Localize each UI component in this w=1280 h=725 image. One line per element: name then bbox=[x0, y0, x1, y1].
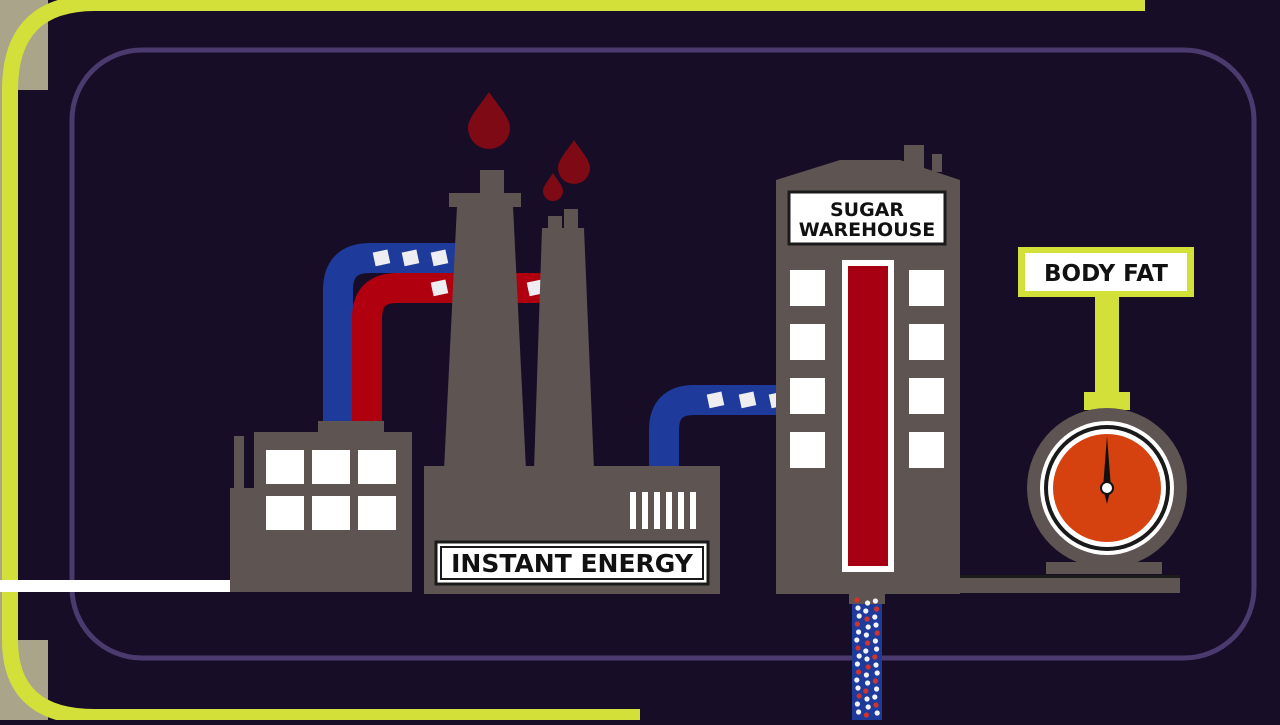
sugar-cube-icon bbox=[738, 391, 757, 409]
stream-dot bbox=[874, 686, 880, 692]
body-fat-label: BODY FAT bbox=[1018, 247, 1194, 297]
instant-energy-text: INSTANT ENERGY bbox=[451, 549, 694, 578]
stream-dot bbox=[872, 638, 879, 644]
stream-dot bbox=[856, 709, 862, 715]
stream-dot bbox=[856, 629, 862, 635]
body-fat-gauge-icon bbox=[1027, 408, 1187, 574]
stream-dot bbox=[872, 598, 879, 604]
inner-frame bbox=[69, 47, 1257, 661]
body-fat-post-base bbox=[1084, 392, 1130, 410]
stream-dot bbox=[854, 677, 860, 683]
warehouse-windows bbox=[790, 270, 944, 468]
stream-dot bbox=[856, 669, 862, 675]
sugar-cube-icon bbox=[430, 249, 449, 267]
ground-line bbox=[960, 575, 1180, 593]
stream-dot bbox=[874, 646, 880, 652]
stream-dot bbox=[865, 600, 871, 606]
sugar-cube-icon bbox=[401, 249, 420, 267]
body-fat-text: BODY FAT bbox=[1044, 261, 1168, 287]
sugar-cube-icon bbox=[430, 279, 449, 297]
stream-dot bbox=[854, 701, 861, 707]
stream-dot bbox=[855, 645, 861, 651]
stream-dot bbox=[854, 597, 860, 603]
stream-dot bbox=[873, 662, 879, 668]
sugar-stream bbox=[849, 594, 885, 720]
stream-dot bbox=[864, 656, 870, 662]
outer-lime-track bbox=[2, 0, 1168, 725]
stream-dot bbox=[874, 606, 880, 612]
lime-fill-left bbox=[18, 90, 48, 640]
stream-dot bbox=[874, 630, 880, 636]
lime-fill-top-cover bbox=[95, 11, 1155, 47]
stream-dot bbox=[865, 624, 871, 630]
stream-dot bbox=[856, 613, 862, 619]
sugar-warehouse-label: SUGAR WAREHOUSE bbox=[787, 190, 947, 246]
stream-dot bbox=[865, 680, 871, 686]
stream-dot bbox=[872, 654, 878, 660]
stream-dot bbox=[874, 670, 880, 676]
stream-dot bbox=[863, 672, 870, 678]
stream-dot bbox=[873, 622, 879, 628]
smoke-drop-icon bbox=[468, 92, 590, 201]
stream-dot bbox=[865, 704, 871, 710]
factory-vent bbox=[630, 492, 696, 529]
stream-dot bbox=[855, 605, 861, 611]
stream-dot bbox=[855, 685, 861, 691]
stream-dot bbox=[863, 608, 869, 614]
sugar-warehouse-text-line1: SUGAR bbox=[830, 199, 904, 221]
sugar-cube-icon bbox=[706, 391, 725, 409]
stream-dot bbox=[865, 664, 871, 670]
input-building-windows bbox=[266, 450, 396, 530]
stream-dot bbox=[863, 688, 869, 694]
sugar-level-fill bbox=[848, 266, 888, 566]
stream-dot bbox=[863, 712, 870, 718]
stream-dot bbox=[854, 661, 861, 667]
stream-dot bbox=[863, 648, 869, 654]
stream-dot bbox=[856, 653, 862, 659]
stream-dot bbox=[872, 694, 878, 700]
stream-dot bbox=[865, 640, 871, 646]
stream-dot bbox=[864, 696, 870, 702]
stream-dot bbox=[856, 693, 862, 699]
blue-pipe-upper bbox=[323, 243, 460, 440]
blue-pipe-lower bbox=[649, 385, 790, 470]
input-line bbox=[0, 580, 230, 592]
red-pipe bbox=[352, 273, 550, 440]
sugar-cube-icon bbox=[372, 249, 391, 267]
stream-dot bbox=[874, 710, 880, 716]
instant-energy-label: INSTANT ENERGY bbox=[434, 540, 710, 586]
stream-dot bbox=[864, 616, 870, 622]
body-fat-post bbox=[1095, 296, 1119, 394]
sugar-warehouse-text-line2: WAREHOUSE bbox=[799, 219, 936, 241]
stream-dot bbox=[872, 678, 879, 684]
stream-dot bbox=[863, 632, 870, 638]
stream-dot bbox=[854, 621, 861, 627]
stream-dot bbox=[854, 637, 860, 643]
stream-dot bbox=[872, 614, 878, 620]
stream-dot bbox=[873, 702, 879, 708]
ground-line-top bbox=[960, 575, 1180, 578]
